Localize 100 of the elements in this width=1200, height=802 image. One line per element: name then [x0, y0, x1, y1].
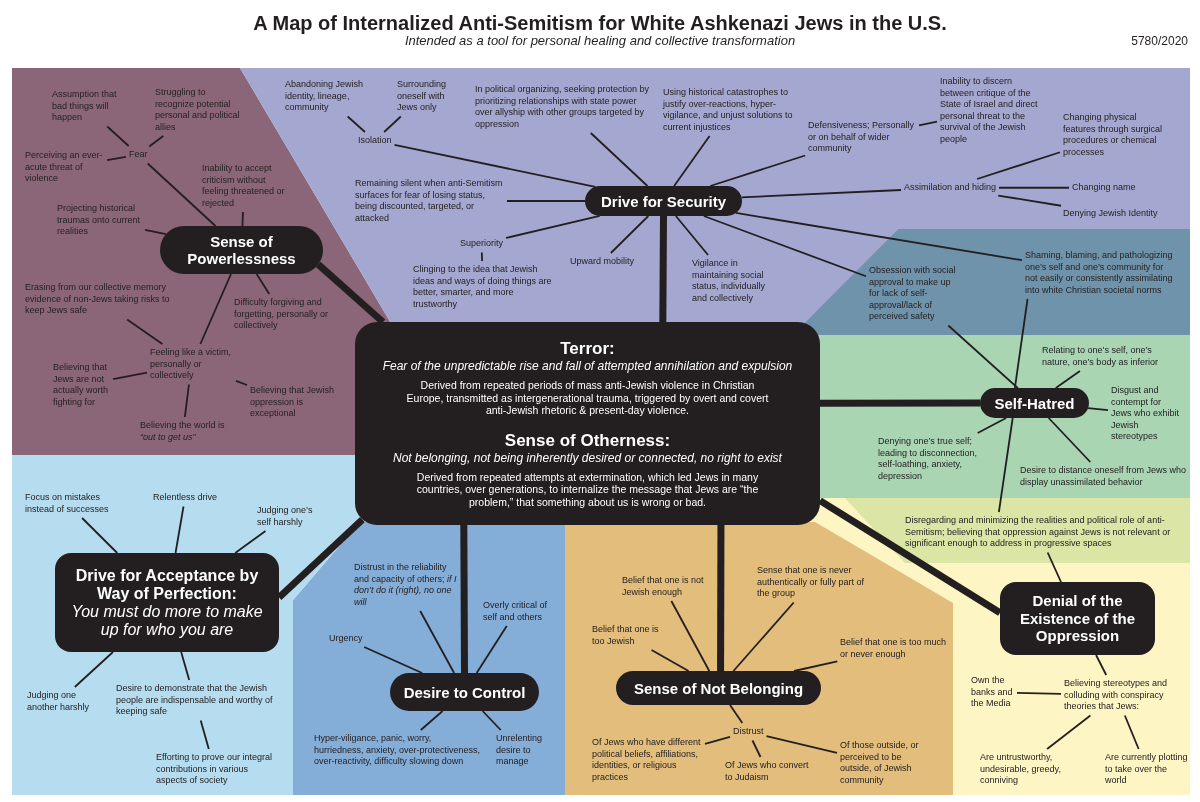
connector-line — [144, 228, 167, 236]
connector-line — [1016, 691, 1062, 695]
theme-node: Drive for Security — [585, 186, 742, 216]
connector-line — [315, 261, 386, 325]
theme-panel — [55, 553, 279, 652]
branch-text: Believing the world is “out to get us” — [140, 420, 226, 443]
branch-text: Overly critical of self and others — [483, 600, 549, 623]
connector-line — [609, 215, 650, 254]
theme-node: Self-Hatred — [980, 388, 1089, 418]
connector-line — [505, 215, 601, 239]
branch-text: Hyper-viligance, panic, worry, hurriedness, anxiety, over-protectiveness, over-reactivity, difficulty slowing down — [314, 733, 481, 768]
branch-text: Upward mobility — [570, 256, 635, 268]
date-label: 5780/2020 — [1131, 34, 1188, 48]
connector-line — [1054, 370, 1081, 389]
connector-line — [1014, 298, 1029, 389]
connector-line — [709, 154, 807, 187]
connector-line — [735, 212, 1023, 262]
connector-line — [1046, 714, 1092, 750]
connector-line — [241, 211, 244, 227]
connector-line — [255, 273, 271, 295]
branch-text: Struggling to recognize potential personal and political allies — [155, 87, 241, 133]
connector-line — [751, 739, 762, 758]
branch-text: Surrounding oneself with Jews only — [397, 79, 448, 114]
branch-text: Distrust in the reliability and capacity of others; if I don’t do it (right), no one will — [354, 562, 458, 608]
connector-line — [419, 710, 444, 731]
branch-text: Remaining silent when anti-Semitism surfaces for fear of losing status, being discounted, targeted, or attacked — [355, 178, 504, 224]
connector-line — [81, 517, 119, 554]
theme-node: Denial of the Existence of the Oppression — [1000, 582, 1155, 655]
branch-text: Abandoning Jewish identity, lineage, community — [285, 79, 365, 114]
branch-text: Using historical catastrophes to justify over-reactions, hyper-vigilance, and unjust solutions to current injustices — [663, 87, 793, 133]
connector-line — [670, 600, 711, 672]
connector-line — [73, 651, 114, 688]
branch-text: Judging one’s self harshly — [257, 505, 314, 528]
branch-text: Unrelenting desire to manage — [496, 733, 544, 768]
connector-line — [419, 610, 455, 674]
branch-text: Sense that one is never authentically or fully part of the group — [757, 565, 866, 600]
branch-text: Defensiveness; Personally or on behalf of wider community — [808, 120, 916, 155]
connector-line — [506, 200, 586, 202]
branch-text: Inability to discern between critique of the State of Israel and direct personal threat to the survival of the Jewish people — [940, 76, 1039, 145]
theme-tagline: Fear of the unpredictable rise and fall of attempted annihilation and expulsion — [382, 359, 793, 374]
connector-line — [146, 162, 217, 227]
branch-text: Believing that Jewish oppression is exceptional — [250, 385, 336, 420]
branch-text: Are untrustworthy, undesirable, greedy, conniving — [980, 752, 1062, 787]
branch-text: Changing name — [1072, 182, 1136, 194]
connector-line — [997, 194, 1062, 207]
connector-line — [732, 601, 795, 672]
connector-line — [174, 505, 185, 554]
connector-line — [765, 735, 838, 754]
branch-text: Changing physical features through surgical procedures or chemical processes — [1063, 112, 1164, 158]
branch-text: In political organizing, seeking protection by prioritizing relationships with state power over allyship with other groups targeted by oppression — [475, 84, 651, 130]
branch-text: Believing that Jews are not actually worth fighting for — [53, 362, 110, 408]
connector-line — [199, 273, 232, 345]
connector-line — [1095, 654, 1108, 676]
branch-text: Projecting historical traumas onto current realities — [57, 203, 142, 238]
branch-text: Inability to accept criticism without feeling threatened or rejected — [202, 163, 286, 209]
theme-node: Desire to Control — [390, 673, 539, 711]
connector-line — [1087, 407, 1109, 411]
branch-text: Relentless drive — [153, 492, 218, 504]
branch-text: Are currently plotting to take over the world — [1105, 752, 1189, 787]
theme-description: Derived from repeated periods of mass anti-Jewish violence in Christian Europe, transmitted as intergenerational trauma, triggered by overt and covert anti-Jewish rhetoric & present-day violence. — [405, 379, 770, 417]
branch-text: Of Jews who have different political beliefs, affiliations, identities, or religious practices — [592, 737, 702, 783]
branch-text: Belief that one is not Jewish enough — [622, 575, 705, 598]
branch-text: Shaming, blaming, and pathologizing one’s self and one’s community for not easily or consistently assimilating into white Christian societal norms — [1025, 250, 1174, 296]
connector-line — [234, 530, 267, 554]
connector-line — [126, 318, 164, 345]
connector-line — [1047, 417, 1092, 463]
diagram-title: A Map of Internalized Anti-Semitism for White Ashkenazi Jews in the U.S. — [253, 12, 947, 35]
connector-line — [199, 719, 210, 750]
connector-line — [704, 735, 731, 745]
branch-text: Belief that one is too much or never enough — [840, 637, 948, 660]
branch-text: Focus on mistakes instead of successes — [25, 492, 110, 515]
connector-line — [650, 649, 690, 672]
connector-line — [717, 525, 725, 671]
core-theme-panel — [355, 322, 820, 525]
connector-line — [393, 143, 597, 188]
branch-text: Difficulty forgiving and forgetting, personally or collectively — [234, 297, 330, 332]
subtitle: Intended as a tool for personal healing and collective transformation — [404, 33, 796, 48]
branch-text: Judging one another harshly — [27, 690, 91, 713]
theme-description: Derived from repeated attempts at extermination, which led Jews in many countries, over generations, to internalize the message that Jews are “the problem,” that something about us is wrong or bad. — [415, 470, 760, 508]
connector-line — [918, 120, 938, 127]
connector-line — [818, 497, 1002, 616]
branch-text: Disgust and contempt for Jews who exhibit Jewish stereotypes — [1111, 385, 1181, 443]
branch-text: Assimilation and hiding — [904, 182, 997, 194]
connector-line — [740, 189, 902, 199]
branch-text: Obsession with social approval to make up for lack of self-approval/lack of perceived safety — [869, 265, 957, 323]
branch-text: Of those outside, or perceived to be outside, of Jewish community — [840, 740, 920, 786]
connector-line — [235, 380, 248, 386]
connector-line — [383, 115, 402, 133]
connector-line — [475, 625, 508, 674]
connector-line — [180, 651, 191, 681]
theme-node: Sense of Not Belonging — [616, 671, 821, 705]
connector-line — [729, 704, 744, 724]
branch-text: Feeling like a victim, personally or collectively — [150, 347, 233, 382]
branch-text: Efforting to prove our integral contributions in various aspects of society — [156, 752, 273, 787]
connector-line — [106, 125, 130, 147]
theme-heading: Terror: — [560, 339, 615, 359]
theme-tagline: Not belonging, not being inherently desired or connected, no right to exist — [393, 450, 782, 466]
theme-tagline: You must do more to make up for who you are — [70, 602, 264, 639]
theme-heading: Drive for Acceptance by Way of Perfection: — [74, 566, 260, 603]
theme-heading: Sense of Otherness: — [504, 430, 671, 451]
